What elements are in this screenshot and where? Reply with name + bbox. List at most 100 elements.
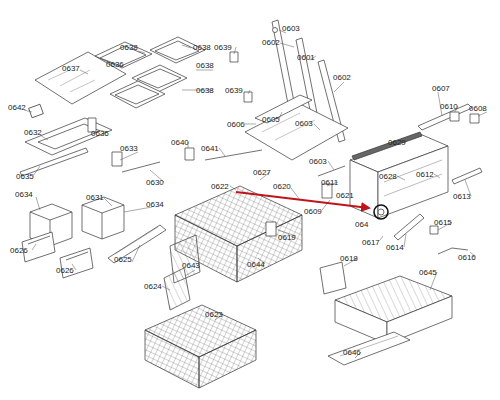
callout-number: 0642 xyxy=(8,103,26,112)
leader-line xyxy=(234,30,316,94)
leader-line xyxy=(162,258,437,358)
glass-shelf xyxy=(48,70,95,92)
callout-number: 0608 xyxy=(469,104,487,113)
drawer-frame xyxy=(350,132,448,218)
callout-number: 0635 xyxy=(16,172,34,181)
callout-number: 0607 xyxy=(432,84,450,93)
callout-number: 0636 xyxy=(106,60,124,69)
slide-rail xyxy=(108,225,166,263)
highlight-arrow xyxy=(374,205,388,219)
rail xyxy=(320,262,346,294)
tray xyxy=(115,85,159,104)
leader-line xyxy=(32,244,140,270)
callout-number: 0637 xyxy=(62,64,80,73)
rail-bar xyxy=(20,148,88,176)
callout-number: 0639 xyxy=(214,43,232,52)
callout-number: 0609 xyxy=(304,207,322,216)
leader-line xyxy=(188,142,334,180)
callout-number: 0643 xyxy=(182,261,200,270)
wire-basket xyxy=(266,222,276,236)
leader-line xyxy=(278,174,471,236)
callout-number: 0626 xyxy=(10,246,28,255)
rail xyxy=(430,226,438,234)
callout-number: 0622 xyxy=(211,182,229,191)
crisper-drawer xyxy=(82,197,124,239)
leader-line xyxy=(244,82,344,130)
callout-number: 0641 xyxy=(201,144,219,153)
callout-number: 0625 xyxy=(114,255,132,264)
callout-number: 0630 xyxy=(146,178,164,187)
callout-number: 0634 xyxy=(15,190,33,199)
callout-number: 0644 xyxy=(247,260,265,269)
glass-shelf xyxy=(255,95,312,123)
crisper-drawer xyxy=(28,236,50,244)
highlight-arrow xyxy=(236,192,369,208)
leader-line xyxy=(400,92,487,142)
callout-number: 0645 xyxy=(419,268,437,277)
callout-number: 0638 xyxy=(196,61,214,70)
callout-number: 0628 xyxy=(379,172,397,181)
support-rod xyxy=(318,166,345,176)
callout-number: 0603 xyxy=(295,119,313,128)
callout-number: 0619 xyxy=(278,233,296,242)
tray xyxy=(155,41,199,60)
callout-number: 064 xyxy=(355,220,368,229)
callout-number: 0617 xyxy=(362,238,380,247)
rail xyxy=(450,112,459,121)
crisper-cover xyxy=(25,118,112,155)
tray xyxy=(95,42,152,68)
callout-number: 0633 xyxy=(120,144,138,153)
callout-number: 0623 xyxy=(205,310,223,319)
rail xyxy=(320,104,482,294)
tray xyxy=(95,37,205,108)
freezer-drawer xyxy=(328,332,410,365)
callout-number: 0615 xyxy=(434,218,452,227)
callout-number: 0632 xyxy=(24,128,42,137)
glass-shelf xyxy=(245,104,348,160)
callout-number: 0606 xyxy=(227,120,245,129)
callout-number: 0636 xyxy=(91,129,109,138)
callout-number: 0612 xyxy=(416,170,434,179)
support-rod xyxy=(185,148,345,198)
crisper-cover xyxy=(29,104,44,118)
callout-number: 0620 xyxy=(273,182,291,191)
callout-number: 0601 xyxy=(297,53,315,62)
freezer-drawer xyxy=(328,276,452,365)
crisper-drawer xyxy=(82,205,124,239)
glass-shelf xyxy=(262,113,315,140)
drawer-frame xyxy=(352,132,422,160)
leader-line xyxy=(24,30,487,358)
rail xyxy=(394,214,424,240)
wire-basket xyxy=(199,330,256,388)
callout-number: 0638 xyxy=(193,43,211,52)
callout-number: 0602 xyxy=(262,38,280,47)
crisper-drawer xyxy=(66,252,88,260)
callout-number: 0646 xyxy=(343,348,361,357)
callout-number: 0614 xyxy=(386,243,404,252)
parts-illustration xyxy=(20,20,487,388)
callout-number: 0634 xyxy=(146,200,164,209)
support-rod xyxy=(185,148,194,160)
callout-number: 0618 xyxy=(340,254,358,263)
crisper-cover xyxy=(25,104,112,155)
callout-number: 0602 xyxy=(333,73,351,82)
callout-number: 0626 xyxy=(56,266,74,275)
callout-number: 0638 xyxy=(196,86,214,95)
wire-basket xyxy=(145,330,199,388)
callout-number: 0640 xyxy=(171,138,189,147)
slide-rail xyxy=(108,225,166,263)
wire-basket xyxy=(145,305,256,388)
leader-line xyxy=(24,110,108,176)
freezer-drawer xyxy=(340,336,398,356)
wire-basket xyxy=(237,215,302,282)
callout-number: 0605 xyxy=(262,115,280,124)
rail xyxy=(273,28,278,33)
drawer-frame xyxy=(378,209,384,215)
wire-basket xyxy=(170,186,302,283)
highlight-arrow xyxy=(236,192,388,219)
slide-rail xyxy=(115,227,158,254)
rail xyxy=(452,168,482,184)
callout-number: 0638 xyxy=(120,43,138,52)
callout-number: 0639 xyxy=(225,86,243,95)
